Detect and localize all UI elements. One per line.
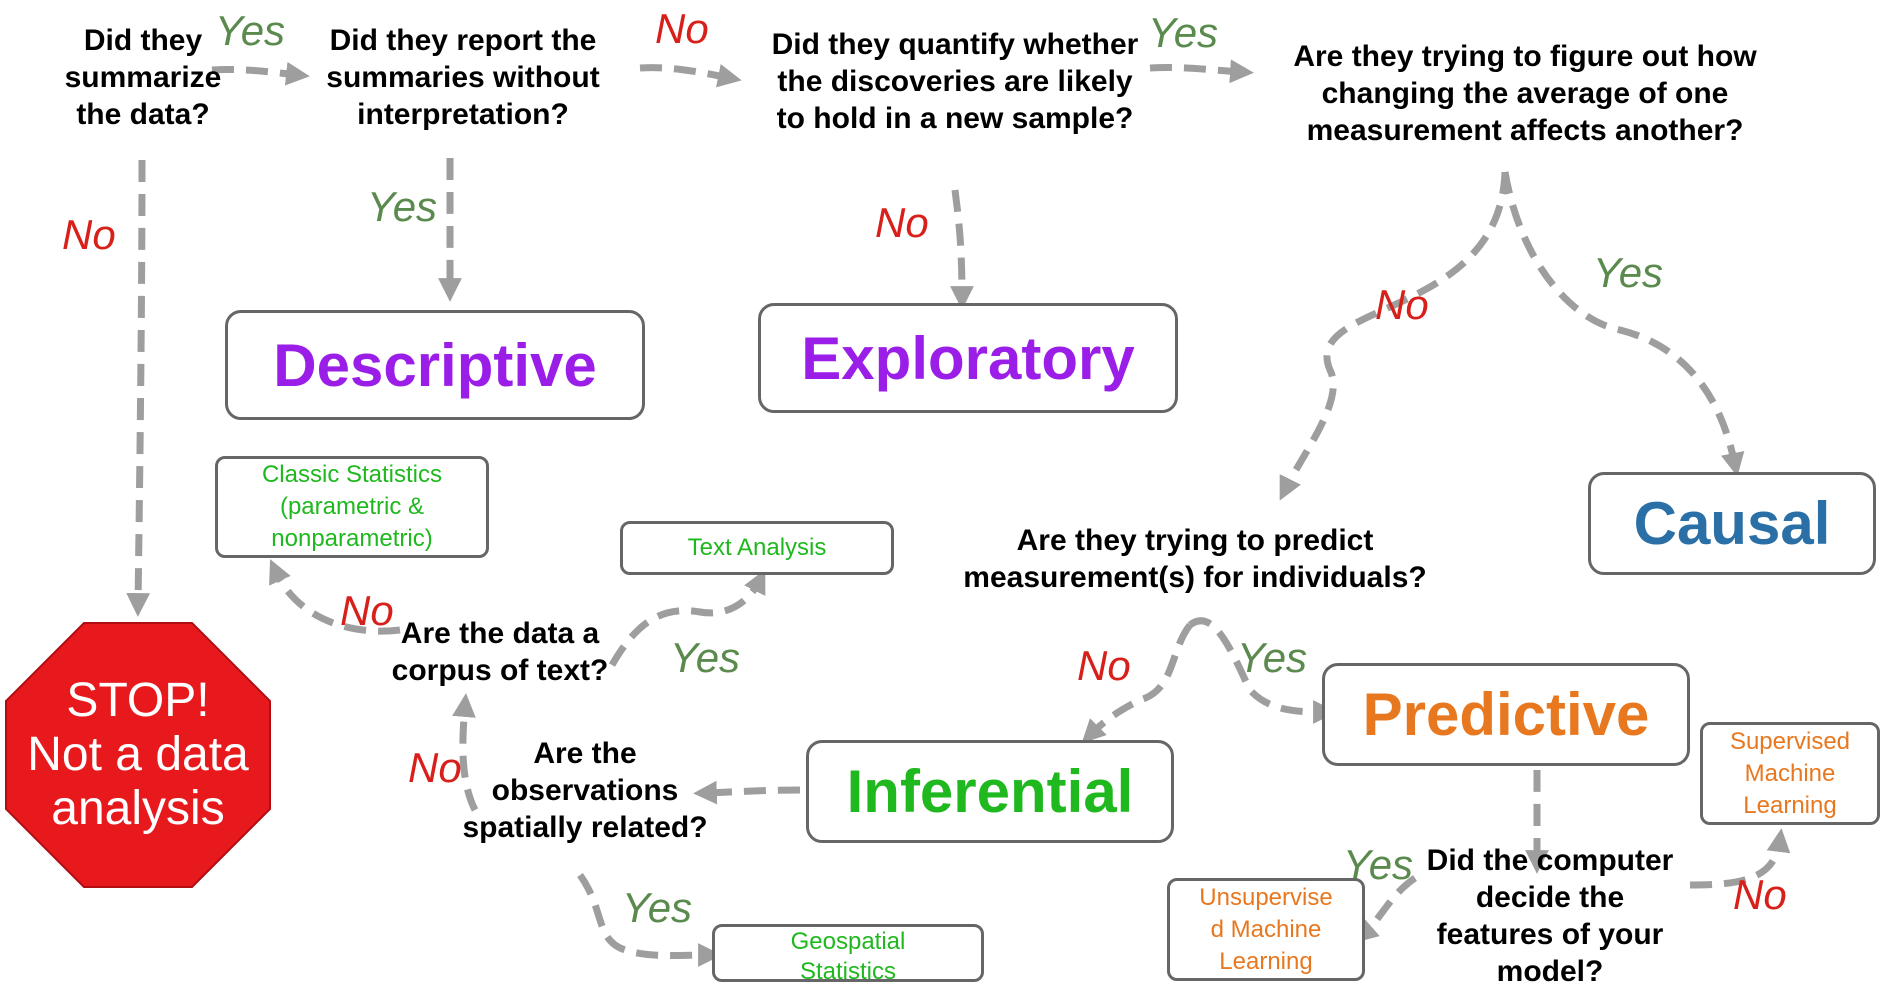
label-no-computer: No (1733, 871, 1787, 918)
type-descriptive-label: Descriptive (273, 331, 597, 399)
type-exploratory: Exploratory (758, 303, 1178, 413)
label-yes-predict: Yes (1237, 634, 1308, 681)
question-computer: Did the computer decide the features of … (1426, 844, 1674, 988)
method-supervised-ml-label: Supervised Machine Learning (1729, 727, 1851, 819)
arrow-spatial-no (452, 693, 479, 812)
type-descriptive: Descriptive (225, 310, 645, 420)
label-no-corpus: No (340, 587, 394, 634)
method-text-analysis: Text Analysis (620, 521, 894, 575)
label-no-spatial: No (408, 744, 462, 791)
type-causal: Causal (1588, 472, 1876, 575)
question-corpus: Are the data a corpus of text? (391, 617, 609, 687)
method-supervised-ml: Supervised Machine Learning (1700, 722, 1880, 825)
question-average: Are they trying to figure out how changi… (1293, 40, 1757, 147)
label-yes-summarize: Yes (215, 7, 286, 54)
label-yes-quantify: Yes (1148, 9, 1219, 56)
question-predict: Are they trying to predict measurement(s… (963, 524, 1427, 594)
type-exploratory-label: Exploratory (801, 324, 1135, 392)
arrow-quantify-no (950, 189, 974, 310)
label-no-average: No (1375, 281, 1429, 328)
arrow-predict-no (1081, 622, 1193, 744)
method-classic-statistics-label: Classic Statistics (parametric & nonpara… (261, 461, 443, 552)
question-quantify: Did they quantify whether the discoverie… (771, 28, 1139, 135)
arrow-average-yes (1501, 171, 1745, 477)
type-predictive: Predictive (1322, 663, 1690, 766)
type-inferential: Inferential (806, 740, 1174, 843)
arrow-quantify-yes (1149, 59, 1254, 84)
method-geospatial-statistics-label: Geospatial Statistics (790, 928, 906, 982)
type-inferential-label: Inferential (846, 758, 1134, 825)
arrow-spatial-yes (577, 872, 722, 967)
arrow-summarize-yes (211, 61, 310, 86)
method-unsupervised-ml-label: Unsupervise d Machine Learning (1199, 883, 1333, 975)
stop-sign-text: STOP! Not a data analysis (27, 674, 249, 835)
question-summarize: Did they summarize the data? (64, 24, 222, 131)
label-yes-corpus: Yes (670, 634, 741, 681)
arrow-average-no (1279, 171, 1509, 501)
arrow-corpus-no (269, 559, 401, 635)
method-geospatial-statistics: Geospatial Statistics (712, 924, 984, 982)
method-unsupervised-ml: Unsupervise d Machine Learning (1167, 878, 1365, 981)
arrow-report-no (639, 63, 742, 88)
type-predictive-label: Predictive (1362, 681, 1650, 748)
type-causal-label: Causal (1633, 490, 1831, 557)
question-report: Did they report the summaries without in… (326, 24, 600, 131)
method-text-analysis-label: Text Analysis (687, 534, 827, 561)
question-spatial: Are the observations spatially related? (462, 737, 708, 844)
label-no-report: No (655, 5, 709, 52)
arrow-computer-yes (1354, 875, 1418, 943)
label-no-summarize: No (62, 211, 116, 258)
arrow-inferential-left (693, 780, 801, 805)
label-no-quantify: No (875, 199, 929, 246)
arrow-summarize-no (126, 159, 151, 617)
method-classic-statistics: Classic Statistics (parametric & nonpara… (215, 456, 489, 558)
label-yes-report: Yes (367, 183, 438, 230)
stop-sign (5, 622, 271, 888)
arrow-corpus-yes (608, 569, 766, 667)
arrow-computer-no (1689, 828, 1791, 889)
arrow-predict-yes (1187, 617, 1337, 724)
label-yes-spatial: Yes (622, 884, 693, 931)
label-no-predict: No (1077, 642, 1131, 689)
label-yes-average: Yes (1593, 249, 1664, 296)
